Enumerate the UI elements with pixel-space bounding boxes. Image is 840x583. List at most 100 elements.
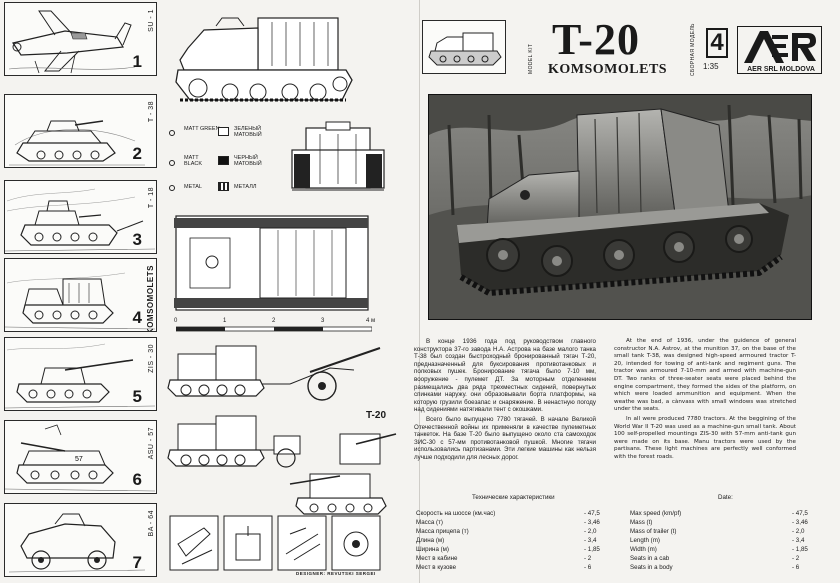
scale-tick: 0 xyxy=(174,318,178,324)
scale-tick: 4 м xyxy=(366,318,376,324)
side-view-drawing xyxy=(175,17,353,102)
legend-marker xyxy=(169,185,175,191)
asu57-side-drawing xyxy=(289,473,387,515)
legend-cherny: ЧЕРНЫЙ МАТОВЫЙ xyxy=(234,155,262,167)
detail-boxes xyxy=(169,515,381,571)
english-paragraph: At the end of 1936, under the guidence o… xyxy=(614,338,796,413)
scale-tick: 2 xyxy=(272,318,276,324)
tractor-with-zis3-drawing xyxy=(167,345,381,401)
designer-credit: DESIGNER: REVUTSKI SERGEI xyxy=(296,571,376,576)
scale-bar xyxy=(176,326,372,332)
spec-label: Скорость на шоссе (км.час) xyxy=(416,510,496,517)
spec-label: Масса прицепа (т) xyxy=(416,528,469,535)
tractor-photo xyxy=(428,94,812,320)
t18-tank-drawing xyxy=(5,188,156,252)
russian-paragraph: Всего было выпущено 7780 тягачей. В нача… xyxy=(414,415,596,461)
spec-value: - 2 xyxy=(792,555,800,562)
technical-drawings xyxy=(167,17,397,571)
spec-value: - 2,0 xyxy=(792,528,805,535)
aer-logo-mark: AER xyxy=(742,31,816,64)
page-title: T-20 xyxy=(552,15,640,64)
spec-value: - 1,85 xyxy=(792,546,808,553)
legend-marker xyxy=(169,160,175,166)
sidebar-item-3: T - 18 3 xyxy=(4,180,157,254)
scale-tick: 1 xyxy=(223,318,227,324)
sidebar-item-2: T - 38 2 xyxy=(4,94,157,168)
legend-metal-swatch xyxy=(218,182,229,191)
spec-value: - 3,46 xyxy=(792,519,808,526)
t20-photo-rendering xyxy=(429,95,811,319)
page-subtitle: KOMSOMOLETS xyxy=(548,62,668,77)
tractor-thumbnail-drawing xyxy=(428,32,502,66)
su1-plane-drawing xyxy=(8,10,136,74)
sidebar-label: ASU - 57 xyxy=(148,427,155,460)
legend-marker xyxy=(169,130,175,136)
drawing-label: T-20 xyxy=(366,410,387,421)
sidebar-item-7: BA - 64 7 xyxy=(4,503,157,577)
english-description: At the end of 1936, under the guidence o… xyxy=(614,338,796,464)
sidebar-number: 5 xyxy=(132,387,142,406)
sidebar-item-1: SU - 1 1 xyxy=(4,2,157,76)
specs-en-title: Date: xyxy=(718,494,733,501)
spec-label: Max speed (km/pf) xyxy=(630,510,682,517)
specs-ru-title: Технические характеристики xyxy=(472,494,555,501)
legend-metall: МЕТАЛЛ xyxy=(234,184,257,190)
fold-line xyxy=(419,0,420,583)
zis30-drawing xyxy=(5,343,156,409)
legend-matt-green: MATT GREEN xyxy=(184,126,220,132)
spec-value: - 3,4 xyxy=(584,537,597,544)
legend-black-swatch xyxy=(218,156,229,165)
spec-label: Мест в кузове xyxy=(416,564,457,571)
sidebar-label: ZIS - 30 xyxy=(148,344,155,373)
spec-label: Mass of trailer (t) xyxy=(630,528,677,535)
spec-label: Мест в кабине xyxy=(416,555,458,562)
spec-label: Длина (м) xyxy=(416,537,445,544)
spec-value: - 2 xyxy=(584,555,592,562)
english-paragraph: In all were produced 7780 tractors. At t… xyxy=(614,415,796,460)
komsomolets-drawing xyxy=(5,272,156,330)
spec-value: - 47,5 xyxy=(792,510,808,517)
sidebar-item-5: ZIS - 30 5 xyxy=(4,337,157,411)
sbornaya-label: СБОРНАЯ МОДЕЛЬ xyxy=(690,23,696,76)
spec-label: Width (m) xyxy=(630,546,657,553)
legend-matt-black: MATT BLACK xyxy=(184,155,203,167)
spec-value: - 6 xyxy=(584,564,592,571)
spec-label: Mass (t) xyxy=(630,519,653,526)
spec-label: Length (m) xyxy=(630,537,660,544)
sidebar-number: 7 xyxy=(132,553,142,572)
sidebar-item-4: KOMSOMOLETS 4 xyxy=(4,258,157,332)
t38-tank-drawing xyxy=(9,120,145,166)
front-view-drawing xyxy=(291,121,385,191)
top-view-drawing xyxy=(174,215,369,311)
sidebar-number: 1 xyxy=(132,52,142,71)
scale-tick: 3 xyxy=(321,318,325,324)
company-name: AER SRL MOLDOVA xyxy=(747,66,815,73)
spec-label: Ширина (м) xyxy=(416,546,449,553)
aer-logo: AER xyxy=(737,26,822,74)
legend-metal: METAL xyxy=(184,184,202,190)
svg-text:57: 57 xyxy=(75,456,83,463)
spec-value: - 47,5 xyxy=(584,510,600,517)
sidebar-number: 4 xyxy=(132,308,142,327)
sidebar-label: T - 18 xyxy=(148,187,155,209)
svg-text:AER: AER xyxy=(742,61,744,64)
spec-value: - 3,4 xyxy=(792,537,805,544)
russian-description: В конце 1936 года под руководством главн… xyxy=(414,338,596,464)
spec-label: Seats in a body xyxy=(630,564,673,571)
legend-green-swatch xyxy=(218,127,229,136)
tractor-with-trailer-drawing xyxy=(167,415,301,468)
sidebar-item-6: 57 ASU - 57 6 xyxy=(4,420,157,494)
sidebar-number: 6 xyxy=(132,470,142,489)
ba64-drawing xyxy=(8,513,146,573)
scale-box: 4 1:35 xyxy=(702,28,732,72)
spec-label: Масса (т) xyxy=(416,519,443,526)
russian-paragraph: В конце 1936 года под руководством главн… xyxy=(414,338,596,414)
spec-value: - 1,85 xyxy=(584,546,600,553)
asu57-drawing: 57 xyxy=(5,424,156,492)
sidebar-label: KOMSOMOLETS xyxy=(146,265,155,332)
sidebar-label: BA - 64 xyxy=(148,510,155,537)
spec-value: - 3,46 xyxy=(584,519,600,526)
model-kit-label: MODEL KIT xyxy=(528,43,534,74)
zis30-side-drawing xyxy=(339,433,397,465)
